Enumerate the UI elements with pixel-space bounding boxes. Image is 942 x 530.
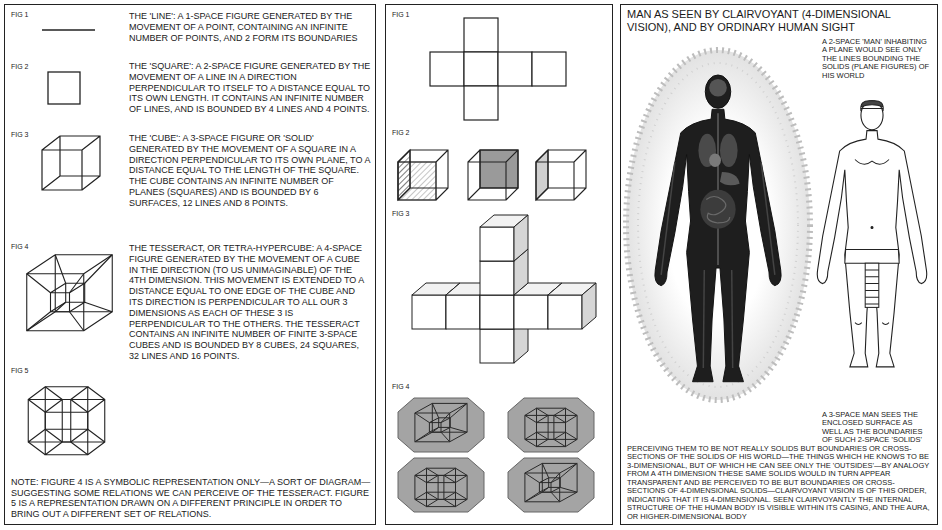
figure-label: FIG 4 xyxy=(11,243,51,251)
unfolded-tesseract xyxy=(412,215,596,363)
note-text: NOTE: FIGURE 4 IS A SYMBOLIC REPRESENTAT… xyxy=(11,477,371,520)
figure-label: FIG 1 xyxy=(11,11,51,19)
tesseract-figure xyxy=(27,255,113,331)
line-figure xyxy=(42,30,95,31)
figure-details xyxy=(845,101,899,325)
figure-panel: FIG 1 FIG 2 FIG 3 FIG 4 xyxy=(385,4,613,525)
figure-description: THE 'SQUARE': A 2-SPACE FIGURE GENERATED… xyxy=(129,61,371,115)
figure-label: FIG 2 xyxy=(392,129,432,137)
caption-text: A 2-SPACE 'MAN' INHABITING A PLANE WOULD… xyxy=(822,38,933,80)
tesseract-projections xyxy=(398,398,594,512)
figure-label: FIG 4 xyxy=(392,383,432,391)
illustration-panel: MAN AS SEEN BY CLAIRVOYANT (4-DIMENSIONA… xyxy=(620,4,938,525)
aura xyxy=(626,50,810,400)
square-figure xyxy=(48,72,80,104)
ordinary-figure xyxy=(817,101,926,367)
cube-net xyxy=(430,18,566,120)
figure-description: THE 'LINE': A 1-SPACE FIGURE GENERATED B… xyxy=(129,11,371,43)
tesseract-figure xyxy=(28,387,105,455)
caption-text: A 3-SPACE MAN SEES THE ENCLOSED SURFACE … xyxy=(627,411,933,521)
figure-description: THE TESSERACT, OR TETRA-HYPERCUBE: A 4-S… xyxy=(129,243,371,362)
clairvoyant-figure xyxy=(655,75,781,382)
figure-panel: FIG 1 THE 'LINE': A 1-SPACE FIGURE GENERA… xyxy=(4,4,376,525)
figure-label: FIG 5 xyxy=(11,367,51,375)
cube-views xyxy=(398,150,586,200)
figure-description: THE 'CUBE': A 3-SPACE FIGURE OR 'SOLID' … xyxy=(129,133,371,209)
panel-title: MAN AS SEEN BY CLAIRVOYANT (4-DIMENSIONA… xyxy=(627,8,933,34)
figure-label: FIG 2 xyxy=(11,63,51,71)
figure-label: FIG 3 xyxy=(392,210,432,218)
figure-label: FIG 1 xyxy=(392,11,432,19)
cube-figure xyxy=(42,136,100,190)
internal-organs xyxy=(661,79,775,368)
figure-label: FIG 3 xyxy=(11,131,51,139)
